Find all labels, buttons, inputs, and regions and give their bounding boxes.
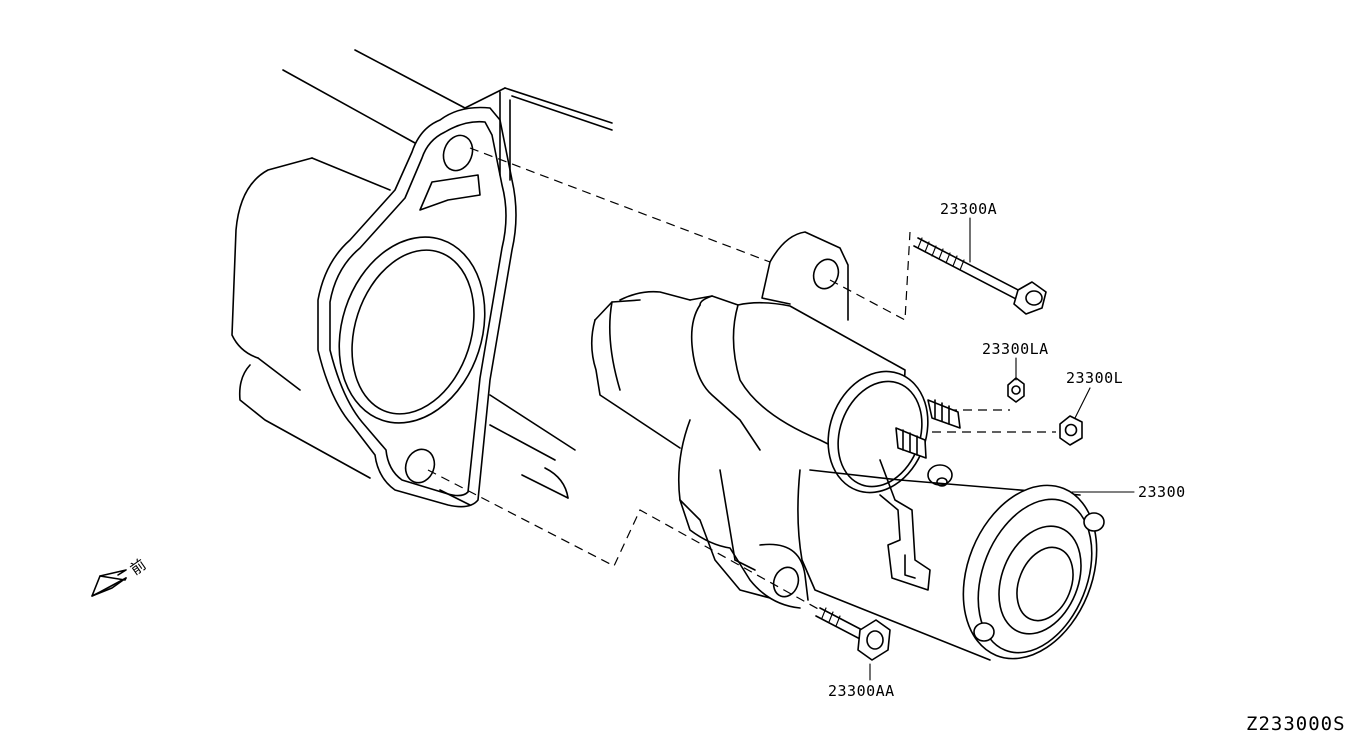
nut-large	[1059, 415, 1083, 446]
bolt-upper	[913, 237, 1047, 315]
figure-code: Z233000S	[1246, 713, 1346, 735]
starter-motor	[590, 231, 1105, 661]
leader-lines	[869, 217, 1135, 681]
callout-bolt-lower: 23300AA	[828, 682, 895, 700]
callout-nut-small: 23300LA	[982, 340, 1049, 358]
callout-labels: 23300A 23300LA 23300L 23300 23300AA 前 Z2…	[127, 200, 1346, 735]
transmission-housing	[231, 49, 613, 508]
bolt-lower	[815, 607, 891, 661]
front-marker: 前	[127, 555, 150, 578]
nut-small	[1007, 377, 1025, 403]
callout-starter: 23300	[1138, 483, 1186, 501]
callout-nut-large: 23300L	[1066, 369, 1123, 387]
callout-bolt-upper: 23300A	[940, 200, 997, 218]
front-direction-arrow-icon	[91, 569, 127, 597]
assembly-guide-lines	[427, 147, 1056, 611]
